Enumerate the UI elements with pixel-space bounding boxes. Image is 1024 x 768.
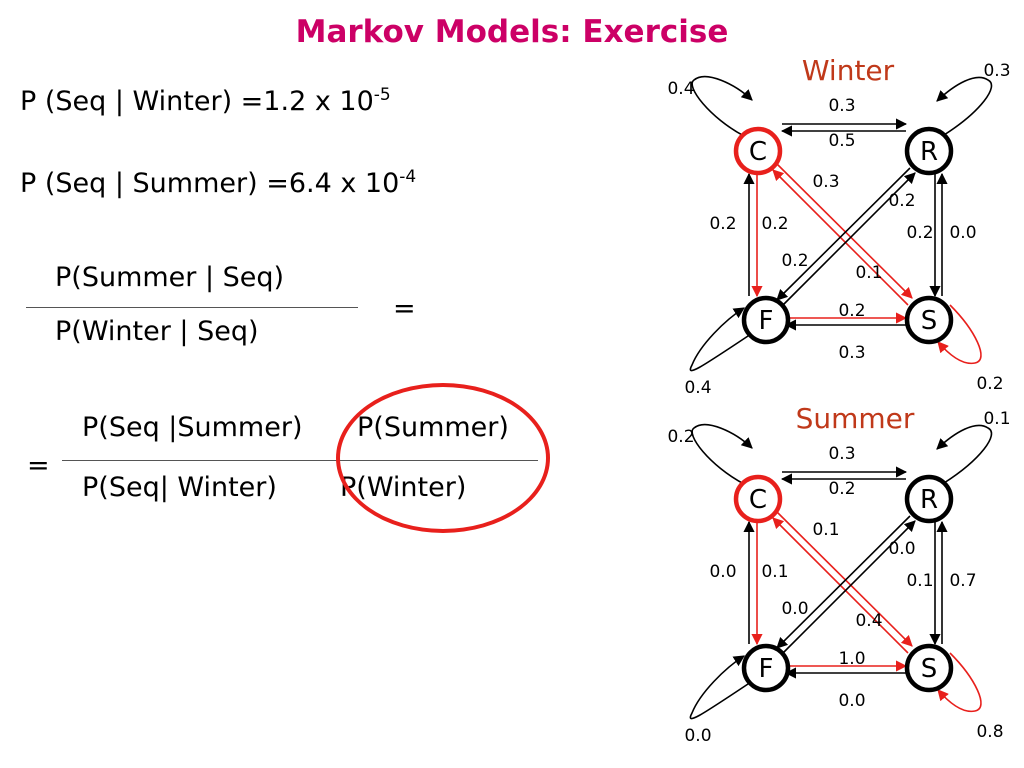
summer-label-s-to-c: 0.1 (812, 520, 839, 540)
summer-edge-f-to-r (782, 520, 916, 654)
winter-loop-r (936, 76, 993, 136)
summer-loop-r (936, 424, 993, 484)
fraction2-equals: = (27, 450, 50, 481)
summer-label-s-to-f: 0.0 (838, 691, 865, 711)
winter-edge-r-to-f (776, 167, 911, 301)
winter-label-r-to-s: 0.2 (906, 223, 933, 243)
eq-summer-probability: P (Seq | Summer) =6.4 x 10-4 (20, 167, 417, 199)
winter-node-c (733, 126, 783, 176)
winter-label-r-to-f: 0.2 (888, 191, 915, 211)
summer-label-loop-c: 0.2 (667, 427, 694, 447)
summer-node-r (904, 474, 954, 524)
winter-node-s (904, 295, 954, 345)
winter-label-f-to-c: 0.2 (709, 214, 736, 234)
fraction2-bar (62, 460, 538, 461)
fraction1-bar (26, 307, 358, 308)
winter-loop-f (689, 307, 749, 372)
winter-node-label-r: R (920, 137, 938, 167)
winter-node-r (904, 126, 954, 176)
summer-label-r-to-c: 0.2 (828, 479, 855, 499)
winter-label-s-to-c: 0.3 (812, 172, 839, 192)
summer-edge-r-to-f (776, 515, 911, 649)
winter-label-loop-c: 0.4 (667, 79, 694, 99)
winter-label-s-to-r: 0.0 (949, 223, 976, 243)
winter-loop-c (691, 75, 753, 137)
summer-label-loop-s: 0.8 (976, 722, 1003, 742)
summer-label-r-to-f: 0.0 (888, 539, 915, 559)
winter-edge-f-to-r (782, 172, 916, 306)
winter-diagram-title: Winter (802, 54, 895, 87)
fraction1-numerator: P(Summer | Seq) (55, 262, 285, 293)
winter-label-loop-f: 0.4 (684, 378, 711, 398)
winter-loop-s (937, 304, 982, 365)
summer-node-s (904, 643, 954, 693)
summer-label-loop-r: 0.1 (983, 409, 1010, 429)
summer-diagram-title: Summer (796, 402, 915, 435)
winter-label-s-to-f: 0.3 (838, 343, 865, 363)
eq-winter-probability: P (Seq | Winter) =1.2 x 10-5 (20, 85, 391, 117)
winter-label-f-to-s: 0.2 (838, 301, 865, 321)
eq-summer-text: P (Seq | Summer) =6.4 x 10 (20, 168, 400, 199)
summer-label-s-to-r: 0.7 (949, 571, 976, 591)
summer-label-f-to-s: 1.0 (838, 649, 865, 669)
fraction2-denominator-left: P(Seq| Winter) (82, 472, 277, 503)
fraction1-equals: = (393, 293, 416, 324)
summer-node-label-c: C (749, 485, 767, 515)
summer-edge-c-to-s (776, 511, 913, 647)
winter-node-label-s: S (921, 306, 938, 336)
fraction2-numerator-left: P(Seq |Summer) (82, 412, 303, 443)
winter-label-c-to-f: 0.2 (761, 214, 788, 234)
summer-label-f-to-r: 0.0 (781, 599, 808, 619)
winter-label-r-to-c: 0.5 (828, 131, 855, 151)
summer-label-c-to-r: 0.3 (828, 444, 855, 464)
winter-label-loop-s: 0.2 (976, 374, 1003, 394)
summer-label-c-to-f: 0.1 (761, 562, 788, 582)
winter-label-f-to-r: 0.2 (781, 251, 808, 271)
highlight-ellipse (336, 383, 550, 533)
winter-label-loop-r: 0.3 (983, 61, 1010, 81)
summer-loop-s (937, 652, 982, 713)
eq-winter-text: P (Seq | Winter) =1.2 x 10 (20, 86, 374, 117)
winter-node-label-f: F (759, 306, 774, 336)
eq-summer-exponent: -4 (399, 167, 417, 187)
winter-edge-c-to-s (776, 163, 913, 299)
winter-label-c-to-s: 0.1 (855, 263, 882, 283)
winter-node-f (741, 295, 791, 345)
fraction1-denominator: P(Winter | Seq) (55, 316, 259, 347)
summer-loop-c (691, 423, 753, 485)
winter-label-c-to-r: 0.3 (828, 96, 855, 116)
summer-label-loop-f: 0.0 (684, 726, 711, 746)
eq-winter-exponent: -5 (373, 85, 391, 105)
slide-title: Markov Models: Exercise (295, 14, 729, 50)
summer-node-label-r: R (920, 485, 938, 515)
summer-node-label-s: S (921, 654, 938, 684)
summer-label-c-to-s: 0.4 (855, 611, 882, 631)
summer-loop-f (689, 655, 749, 720)
winter-node-label-c: C (749, 137, 767, 167)
summer-label-r-to-s: 0.1 (906, 571, 933, 591)
summer-node-c (733, 474, 783, 524)
summer-node-label-f: F (759, 654, 774, 684)
summer-node-f (741, 643, 791, 693)
summer-label-f-to-c: 0.0 (709, 562, 736, 582)
